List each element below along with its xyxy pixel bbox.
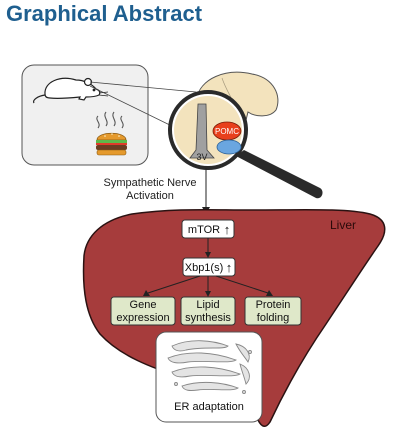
burger-icon (96, 132, 127, 156)
mouse-icon (33, 77, 109, 104)
zoom-line-top (89, 81, 197, 93)
protein-folding-line1: Protein (256, 299, 291, 311)
sympathetic-label-line2: Activation (126, 190, 174, 202)
sympathetic-label-line1: Sympathetic Nerve (104, 177, 197, 189)
gene-expression-box (110, 296, 176, 326)
er-adaptation-label: ER adaptation (174, 401, 244, 413)
pomc-label: POMC (215, 127, 239, 136)
zoom-line-bottom (89, 85, 181, 131)
xbp1-box (182, 257, 236, 277)
heat-waves-icon (96, 111, 124, 129)
lipid-synthesis-line1: Lipid (196, 299, 219, 311)
page-title: Graphical Abstract (6, 1, 203, 26)
xbp1-up-arrow: ↑ (226, 260, 233, 275)
protein-folding-line2: folding (257, 312, 289, 324)
gene-expression-line2: expression (116, 312, 169, 324)
pomc-lower-region (216, 139, 242, 155)
branch-arrows (147, 275, 269, 294)
lipid-synthesis-line2: synthesis (185, 312, 231, 324)
gene-expression-line1: Gene (130, 299, 157, 311)
protein-folding-box (244, 296, 302, 326)
magnifier-icon (168, 90, 323, 199)
mtor-label: mTOR (188, 224, 220, 236)
magnifier-handle (236, 150, 323, 199)
third-ventricle (189, 103, 215, 159)
endoplasmic-reticulum-icon (167, 340, 252, 394)
liver-label: Liver (330, 218, 356, 232)
lipid-synthesis-box (180, 296, 236, 326)
xbp1-label: Xbp1(s) (185, 262, 224, 274)
ventricle-label: 3V (196, 152, 207, 162)
mtor-up-arrow: ↑ (224, 222, 231, 237)
diet-panel (21, 64, 149, 166)
